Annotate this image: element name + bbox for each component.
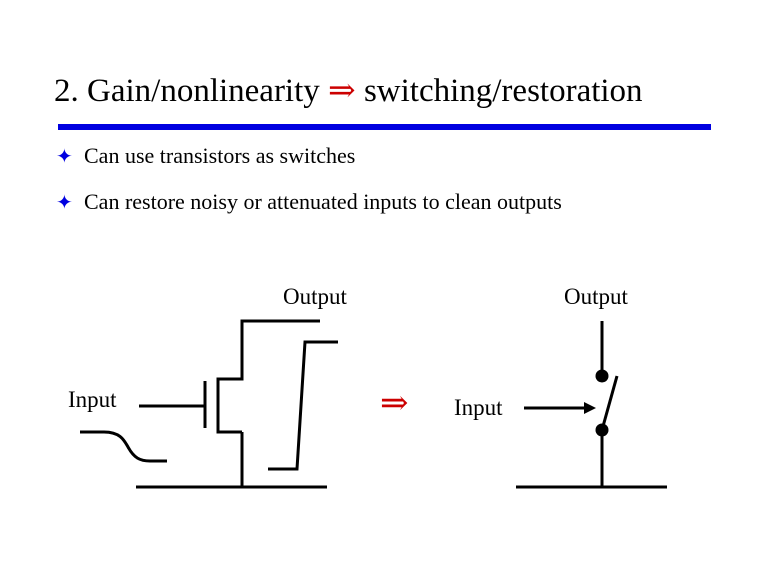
switch-input-arrowhead — [584, 402, 596, 414]
implies-arrow-icon: ⇒ — [328, 73, 356, 109]
implies-arrow-icon: ⇒ — [380, 385, 409, 422]
switch-blade — [600, 375, 619, 431]
transistor-channel — [216, 319, 320, 434]
bullet-text: Can use transistors as switches — [84, 143, 356, 168]
slide-title: 2. Gain/nonlinearity ⇒ switching/restora… — [54, 70, 643, 110]
four-point-star-icon: ✦ — [56, 192, 73, 214]
transistor-output-label: Output — [283, 284, 347, 309]
transistor-input-label: Input — [68, 387, 117, 412]
noisy-input-waveform — [80, 430, 167, 463]
clean-output-waveform — [268, 340, 338, 471]
switch-lower-contact — [595, 423, 609, 437]
bullet-text: Can restore noisy or attenuated inputs t… — [84, 189, 562, 214]
bullet-item: ✦ Can restore noisy or attenuated inputs … — [56, 189, 562, 215]
switch-upper-contact — [595, 369, 609, 383]
switch-output-label: Output — [564, 284, 628, 309]
title-text-2: switching/restoration — [363, 73, 643, 109]
title-text: 2. Gain/nonlinearity — [54, 73, 320, 109]
switch-input-label: Input — [454, 395, 503, 420]
four-point-star-icon: ✦ — [56, 146, 73, 168]
bullet-item: ✦ Can use transistors as switches — [56, 143, 355, 169]
title-underline — [58, 124, 711, 130]
